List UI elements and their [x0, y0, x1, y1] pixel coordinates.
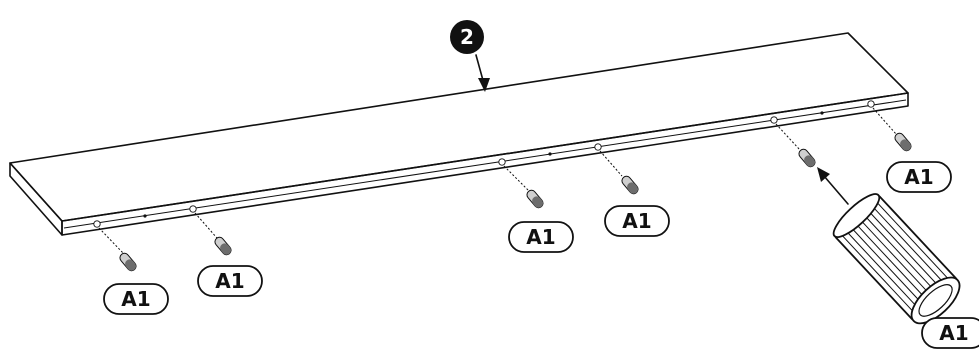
dowel-pin — [119, 252, 137, 272]
dowel-hole — [498, 158, 506, 166]
fluted-dowel-detail — [832, 193, 961, 325]
panel-pointer-arrow — [475, 54, 490, 92]
dowel-hole — [770, 116, 778, 124]
panel-number-badge: 2 — [450, 20, 484, 54]
part-label: A1 — [921, 317, 979, 349]
dowel-hole — [189, 205, 197, 213]
dowel-pin — [894, 132, 912, 152]
part-label: A1 — [886, 161, 952, 193]
panel-holes — [93, 100, 875, 228]
dowel-pins — [119, 132, 912, 272]
panel-number-text: 2 — [460, 25, 474, 49]
part-label: A1 — [508, 221, 574, 253]
panel-board — [9, 32, 909, 236]
insertion-arrow — [817, 167, 849, 205]
dowel-pin — [798, 148, 816, 168]
insertion-guides — [98, 107, 897, 255]
part-label: A1 — [197, 265, 263, 297]
part-label-text: A1 — [215, 269, 244, 293]
dowel-pin — [526, 189, 544, 209]
dowel-pin — [214, 236, 232, 256]
screw-hole — [548, 152, 552, 156]
part-label-text: A1 — [622, 209, 651, 233]
part-label-text: A1 — [939, 321, 968, 345]
part-label-text: A1 — [121, 287, 150, 311]
dowel-hole — [594, 143, 602, 151]
part-labels: A1 A1 A1 A1 A1 A1 — [103, 161, 979, 349]
dowel-hole — [867, 100, 875, 108]
screw-hole — [820, 111, 824, 115]
dowel-hole — [93, 220, 101, 228]
part-label-text: A1 — [904, 165, 933, 189]
screw-hole — [143, 214, 147, 218]
part-label: A1 — [103, 283, 169, 315]
dowel-pin — [621, 175, 639, 195]
part-label: A1 — [604, 205, 670, 237]
flute-lines — [838, 198, 954, 318]
part-label-text: A1 — [526, 225, 555, 249]
